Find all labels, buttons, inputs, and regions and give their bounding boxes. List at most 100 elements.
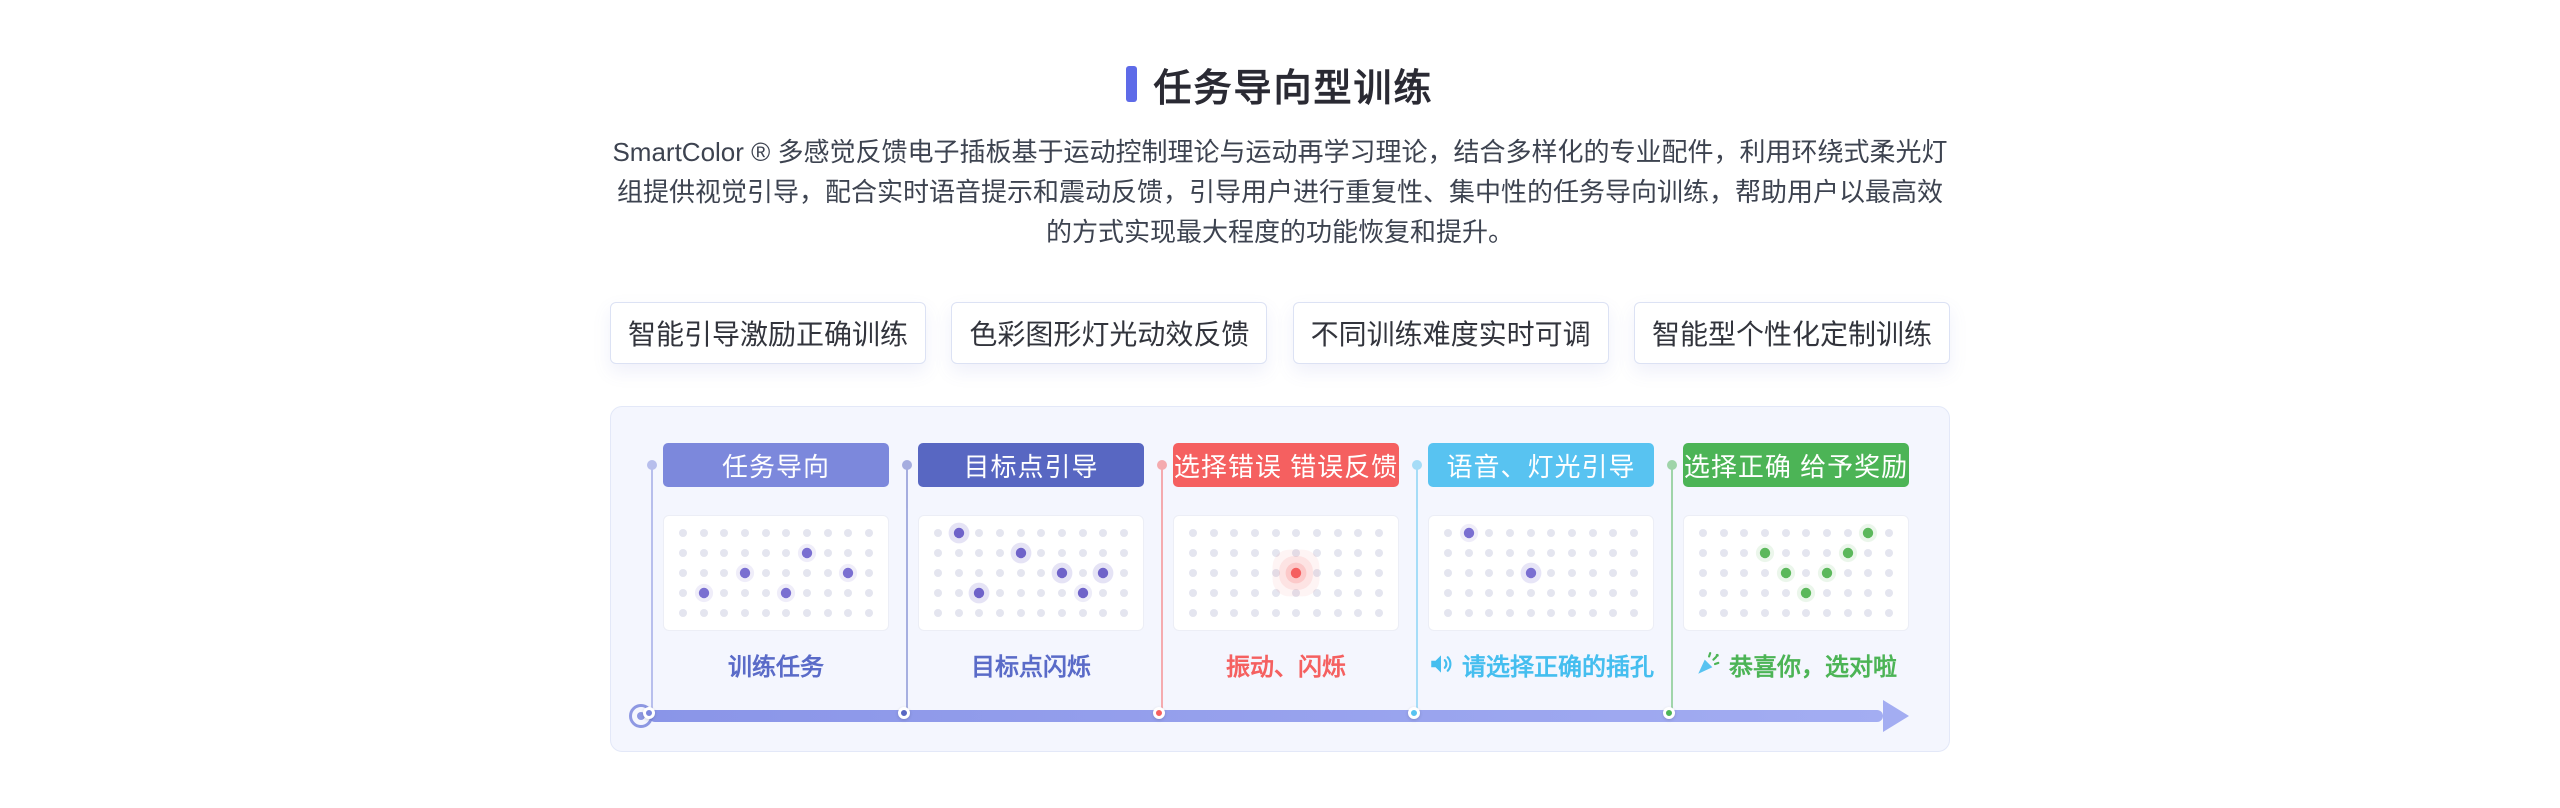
peg-dot	[1629, 529, 1638, 537]
timeline-arrow-icon	[1883, 700, 1909, 732]
peg-dot	[1505, 529, 1514, 537]
peg-dot	[1802, 529, 1811, 537]
peg-dot	[934, 569, 942, 577]
feature-button-light-feedback[interactable]: 色彩图形灯光动效反馈	[951, 302, 1268, 364]
grid-row	[1444, 609, 1638, 617]
peg-dot	[1016, 569, 1025, 577]
peg-dot	[1209, 569, 1218, 577]
peg-dot	[679, 529, 687, 537]
grid-row	[679, 567, 873, 579]
peg-dot	[1057, 609, 1066, 617]
peg-dot	[844, 589, 853, 597]
peg-dot	[1312, 609, 1321, 617]
timeline-bar	[649, 710, 1883, 722]
stage-caption: 恭喜你，选对啦	[1683, 649, 1909, 681]
peg-dot	[740, 529, 749, 537]
peg-dot	[802, 589, 811, 597]
peg-dot-highlight	[843, 567, 854, 579]
peg-dot	[1189, 529, 1197, 537]
stage-badge: 任务导向	[663, 443, 889, 487]
peg-dot	[823, 589, 832, 597]
peg-dot	[1230, 529, 1239, 537]
peg-dot	[864, 569, 873, 577]
stage-caption-text: 目标点闪烁	[971, 653, 1091, 681]
peg-dot-highlight	[1821, 567, 1833, 579]
peg-dot	[1588, 589, 1597, 597]
peg-dot	[1189, 549, 1197, 557]
peg-dot	[1740, 549, 1749, 557]
peg-dot	[1037, 609, 1046, 617]
peg-dot	[1699, 589, 1707, 597]
peg-dot	[1292, 609, 1301, 617]
stage-connector-line	[902, 460, 912, 716]
peg-dot	[864, 609, 873, 617]
grid-row	[679, 547, 873, 559]
peg-dot	[1864, 589, 1873, 597]
peg-dot	[1292, 589, 1301, 597]
peg-dot	[1781, 529, 1790, 537]
peg-dot	[1250, 609, 1259, 617]
peg-dot	[1057, 529, 1066, 537]
peg-dot	[1312, 569, 1321, 577]
peg-dot	[761, 549, 770, 557]
peg-dot	[1250, 569, 1259, 577]
feature-button-personalized[interactable]: 智能型个性化定制训练	[1633, 302, 1950, 364]
peg-dot	[1802, 569, 1811, 577]
feature-button-difficulty[interactable]: 不同训练难度实时可调	[1292, 302, 1609, 364]
peg-dot	[995, 529, 1004, 537]
peg-dot	[802, 569, 811, 577]
stage-caption-text: 请选择正确的插孔	[1462, 653, 1654, 681]
peg-dot	[1354, 609, 1363, 617]
peg-dot	[1057, 589, 1066, 597]
peg-dot	[1884, 569, 1893, 577]
peg-dot-highlight	[1463, 527, 1474, 539]
peg-dot	[1822, 609, 1831, 617]
peg-dot	[1354, 569, 1363, 577]
peg-dot	[1099, 589, 1108, 597]
peg-dot	[1822, 529, 1831, 537]
peg-dot	[1719, 529, 1728, 537]
pegboard-grid	[663, 515, 889, 631]
peg-dot	[782, 569, 791, 577]
peg-dot-highlight	[781, 587, 792, 599]
peg-dot	[1781, 589, 1790, 597]
peg-dot	[1464, 609, 1473, 617]
grid-row	[934, 547, 1128, 559]
peg-dot	[844, 549, 853, 557]
peg-dot	[954, 549, 963, 557]
stage-badge: 语音、灯光引导	[1428, 443, 1654, 487]
peg-dot	[1485, 569, 1494, 577]
peg-dot	[864, 589, 873, 597]
peg-dot	[1230, 549, 1239, 557]
peg-dot	[1333, 589, 1342, 597]
peg-dot	[864, 549, 873, 557]
peg-dot-highlight	[1780, 567, 1791, 579]
peg-dot	[1271, 609, 1280, 617]
peg-dot	[1119, 549, 1128, 557]
stage-caption: 目标点闪烁	[918, 649, 1144, 681]
peg-dot-highlight	[1098, 567, 1109, 579]
peg-dot	[1119, 569, 1128, 577]
peg-dot	[1629, 609, 1638, 617]
stage-badge: 选择错误 错误反馈	[1173, 443, 1399, 487]
peg-dot	[1567, 569, 1576, 577]
stage-caption-text: 恭喜你，选对啦	[1729, 653, 1897, 681]
peg-dot	[679, 549, 687, 557]
peg-dot	[1740, 569, 1749, 577]
peg-dot	[975, 549, 984, 557]
stage-badge: 目标点引导	[918, 443, 1144, 487]
stage-column: 选择错误 错误反馈 振动、闪烁	[1157, 443, 1399, 716]
peg-dot	[1505, 589, 1514, 597]
feature-button-smart-guide[interactable]: 智能引导激励正确训练	[610, 302, 927, 364]
grid-row	[934, 609, 1128, 617]
peg-dot	[1037, 549, 1046, 557]
peg-dot	[954, 569, 963, 577]
grid-row	[1189, 529, 1383, 537]
peg-dot	[740, 609, 749, 617]
grid-row	[1699, 609, 1893, 617]
stages-row: 任务导向 训练任务 目标点引导 目标点闪烁 选择错误 错误反馈 振动、闪烁	[647, 443, 1909, 716]
peg-dot	[1588, 609, 1597, 617]
peg-dot	[1629, 549, 1638, 557]
peg-dot	[1567, 589, 1576, 597]
peg-dot	[699, 529, 708, 537]
